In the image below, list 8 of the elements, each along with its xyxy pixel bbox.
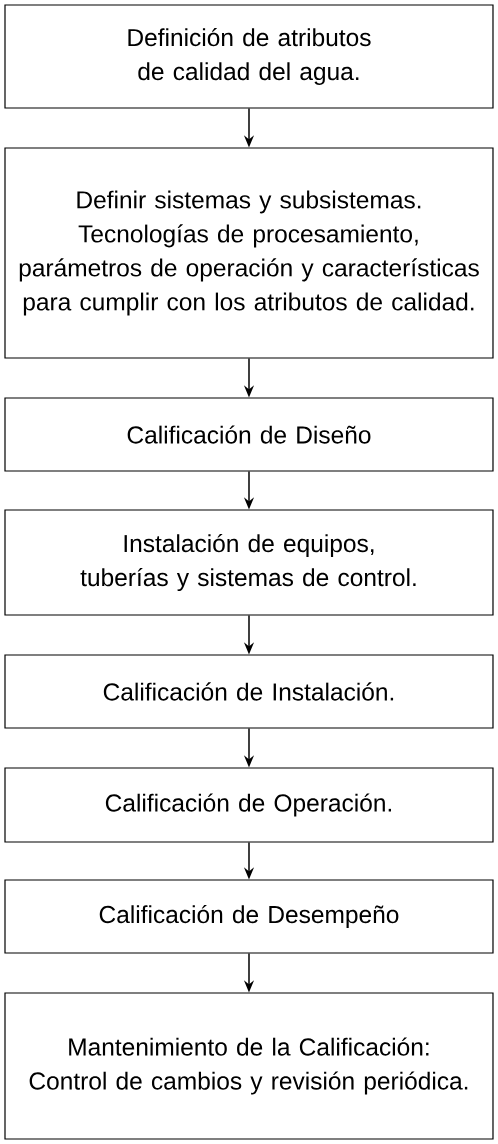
process-box: Definición de atributos de calidad del agua. — [4, 4, 494, 109]
process-box: Calificación de Operación. — [4, 767, 494, 843]
process-box: Mantenimiento de la Calificación: Control de cambios y revisión periódica. — [4, 992, 494, 1140]
process-box: Calificación de Desempeño — [4, 879, 494, 954]
process-box: Calificación de Diseño — [4, 397, 494, 472]
process-box: Calificación de Instalación. — [4, 654, 494, 729]
process-box: Definir sistemas y subsistemas. Tecnologías de procesamiento, parámetros de operación y características para cumplir con los atributos de calidad. — [4, 147, 494, 359]
process-box: Instalación de equipos, tuberías y sistemas de control. — [4, 509, 494, 616]
